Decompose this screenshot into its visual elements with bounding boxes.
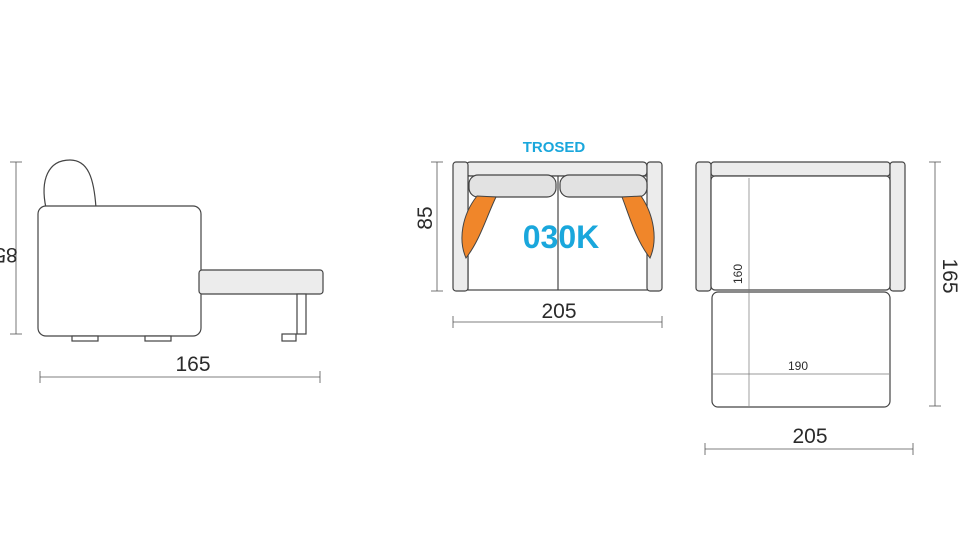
top-backrest <box>710 161 891 177</box>
mattress-length-label: 190 <box>788 359 808 373</box>
front-backrest <box>465 161 648 177</box>
top-depth-label: 165 <box>938 258 960 293</box>
side-view <box>37 159 324 342</box>
front-height-dimension <box>431 161 443 292</box>
front-back-cushion-left <box>468 174 557 198</box>
model-name: 030K <box>523 219 600 255</box>
top-width-dimension <box>704 443 914 455</box>
side-height-label: 85 <box>0 243 18 266</box>
side-bed-extension <box>198 269 324 295</box>
top-seat-bed <box>710 175 891 291</box>
mattress-width-label: 160 <box>731 264 745 284</box>
top-left-arm <box>695 161 712 292</box>
top-width-label: 205 <box>792 425 827 448</box>
left-pillow <box>461 195 497 259</box>
front-back-cushion-right <box>559 174 648 198</box>
side-foot <box>144 335 172 342</box>
side-back-cushion <box>43 159 97 209</box>
side-foot <box>71 335 99 342</box>
side-depth-dimension <box>39 371 321 383</box>
top-view <box>695 161 906 408</box>
mattress-dimension-lines <box>712 178 889 406</box>
side-depth-label: 165 <box>175 353 210 376</box>
top-extended-bed <box>711 291 891 408</box>
side-foot <box>281 333 297 342</box>
front-width-label: 205 <box>541 300 576 323</box>
side-height-dimension <box>10 161 22 335</box>
front-height-label: 85 <box>414 206 437 229</box>
side-body <box>37 205 202 337</box>
side-bed-support <box>296 293 307 335</box>
right-pillow <box>621 195 655 259</box>
front-width-dimension <box>452 316 663 328</box>
top-right-arm <box>889 161 906 292</box>
top-depth-dimension <box>929 161 941 407</box>
brand-name: TROSED <box>523 139 586 156</box>
